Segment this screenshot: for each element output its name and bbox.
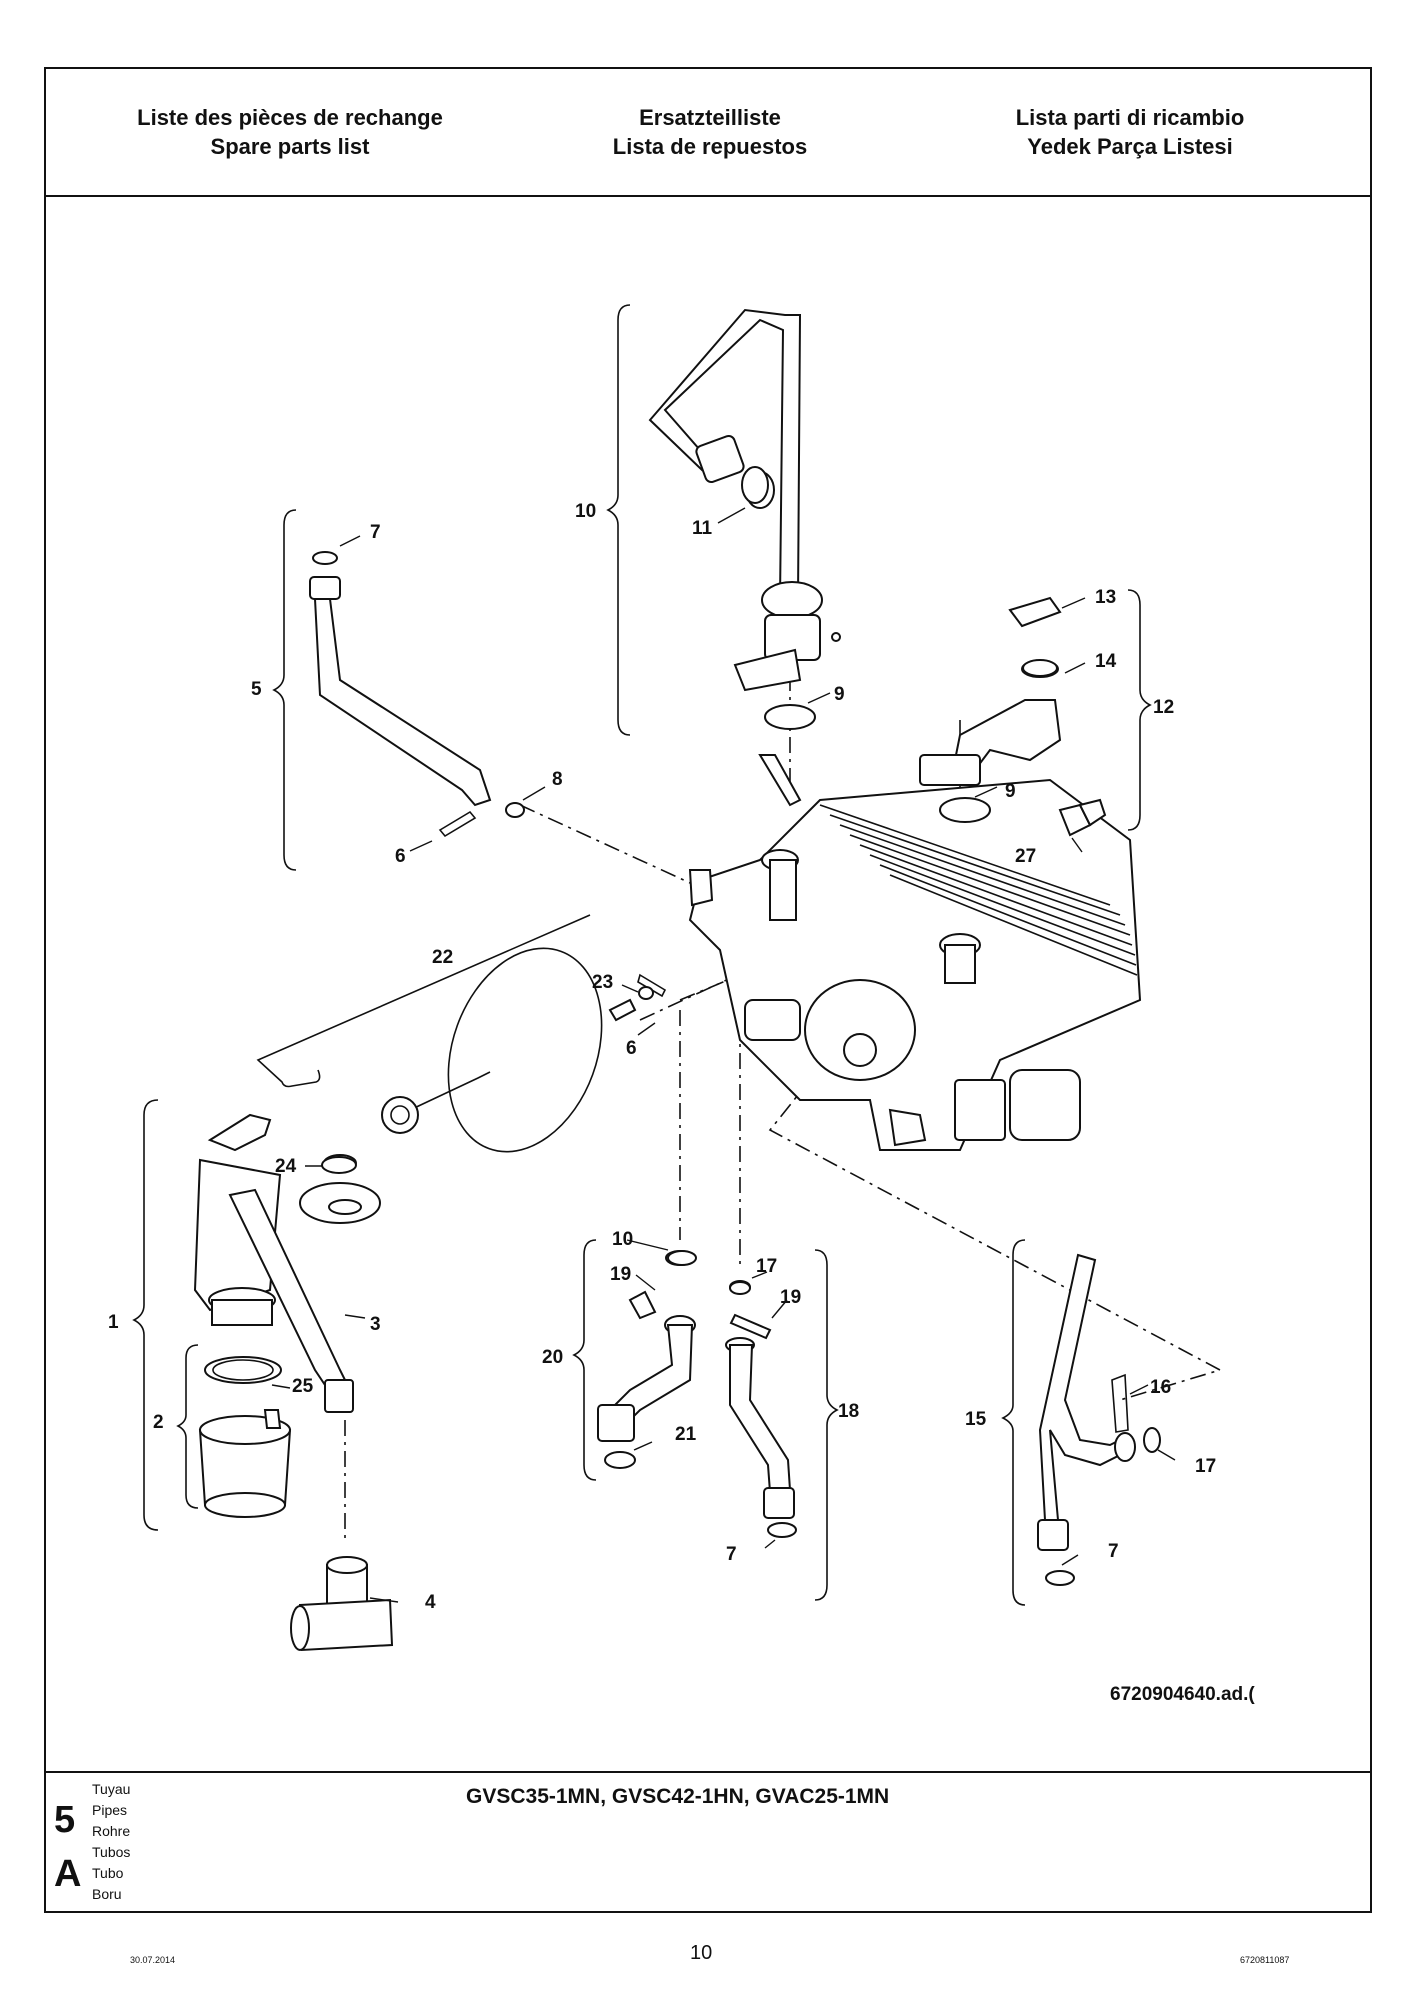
- section-footer: 5 A Tuyau Pipes Rohre Tubos Tubo Boru GV…: [46, 1771, 1370, 1911]
- callout-4: 4: [425, 1592, 436, 1613]
- header-title-it: Lista parti di ricambio: [1015, 105, 1245, 130]
- callout-19-right: 19: [780, 1287, 801, 1308]
- callout-23: 23: [592, 972, 613, 993]
- callout-17-middle: 17: [756, 1256, 777, 1277]
- callout-25: 25: [292, 1376, 314, 1397]
- clamp-9: [764, 704, 991, 823]
- callout-5: 5: [251, 679, 262, 700]
- callout-22: 22: [432, 947, 453, 968]
- page-frame: Liste des pièces de rechange Spare parts…: [44, 67, 1372, 1913]
- callout-8: 8: [552, 769, 563, 790]
- callout-17-right: 17: [1195, 1456, 1216, 1477]
- document-number: 6720811087: [1240, 1955, 1290, 1965]
- leader-lines: [271, 507, 1176, 1603]
- ring-25: [204, 1356, 282, 1384]
- callout-21: 21: [675, 1424, 697, 1445]
- title-header: Liste des pièces de rechange Spare parts…: [46, 69, 1370, 197]
- o-ring-23: [638, 986, 654, 1000]
- drawing-reference: 6720904640.ad.(: [1110, 1684, 1255, 1705]
- callout-2: 2: [153, 1412, 164, 1433]
- section-name-it: Tubo: [92, 1865, 124, 1881]
- o-ring-17: [729, 1281, 751, 1295]
- callout-16: 16: [1150, 1377, 1171, 1398]
- callout-15: 15: [965, 1409, 987, 1430]
- page-number: 10: [690, 1942, 713, 1964]
- callout-27: 27: [1015, 846, 1036, 867]
- callout-7-right: 7: [1108, 1541, 1119, 1562]
- callout-10-top: 10: [575, 501, 596, 522]
- callout-24: 24: [275, 1156, 297, 1177]
- cup-2: [198, 1409, 292, 1518]
- callout-1: 1: [108, 1312, 119, 1333]
- callout-18: 18: [838, 1401, 859, 1422]
- section-letter: A: [54, 1853, 82, 1895]
- header-french-english: Liste des pièces de rechange Spare parts…: [70, 103, 510, 161]
- pipe-5: [309, 551, 525, 818]
- header-german-spanish: Ersatzteilliste Lista de repuestos: [490, 103, 930, 161]
- section-names: Tuyau Pipes Rohre Tubos Tubo Boru: [92, 1779, 130, 1905]
- o-ring-11: [741, 466, 769, 504]
- o-ring-14: [1022, 659, 1058, 677]
- callout-13: 13: [1095, 587, 1116, 608]
- model-list: GVSC35-1MN, GVSC42-1HN, GVAC25-1MN: [466, 1785, 890, 1808]
- callout-7-top: 7: [370, 522, 381, 543]
- callout-9-right: 9: [1005, 781, 1016, 802]
- section-name-fr: Tuyau: [92, 1781, 131, 1797]
- drain-assembly-1: [193, 1113, 381, 1413]
- print-date: 30.07.2014: [130, 1955, 176, 1965]
- section-number: 5: [54, 1799, 76, 1841]
- section-name-de: Rohre: [92, 1823, 131, 1839]
- pipe-15: [1037, 1253, 1161, 1586]
- callout-10-bottom: 10: [612, 1229, 633, 1250]
- callout-7-middle: 7: [726, 1544, 737, 1565]
- callout-12: 12: [1153, 697, 1174, 718]
- section-name-en: Pipes: [92, 1802, 128, 1818]
- callout-20: 20: [542, 1347, 563, 1368]
- callout-11: 11: [692, 518, 713, 539]
- callout-labels: 7 5 8 6 10 11 9 13 14 12 9 27 22 23 6 24…: [108, 501, 1255, 1705]
- clip-6: [438, 810, 667, 998]
- callout-19-left: 19: [610, 1264, 631, 1285]
- header-title-tr: Yedek Parça Listesi: [1027, 134, 1233, 159]
- header-title-fr: Liste des pièces de rechange: [137, 105, 443, 130]
- o-ring-10: [667, 1250, 697, 1266]
- group-braces: [132, 304, 1152, 1606]
- pipe-18: [725, 1280, 797, 1538]
- section-name-es: Tubos: [92, 1844, 131, 1860]
- section-name-tr: Boru: [92, 1886, 122, 1902]
- header-italian-turkish: Lista parti di ricambio Yedek Parça List…: [910, 103, 1350, 161]
- pipe-10: [648, 308, 841, 692]
- gasket-24: [321, 1156, 357, 1174]
- pipe-20: [597, 1250, 696, 1469]
- callout-14: 14: [1095, 651, 1117, 672]
- callout-3: 3: [370, 1314, 381, 1335]
- valve-assembly: [688, 754, 1142, 1151]
- callout-9-left: 9: [834, 684, 845, 705]
- tee-fitting-4: [290, 1556, 394, 1652]
- sensor-cable-22: [381, 947, 637, 1153]
- callout-6-top: 6: [395, 846, 406, 867]
- header-title-en: Spare parts list: [210, 134, 370, 159]
- heat-exchanger-fins: [819, 804, 1138, 976]
- header-title-es: Lista de repuestos: [612, 134, 808, 159]
- header-title-de: Ersatzteilliste: [639, 105, 781, 130]
- callout-6-bottom: 6: [626, 1038, 637, 1059]
